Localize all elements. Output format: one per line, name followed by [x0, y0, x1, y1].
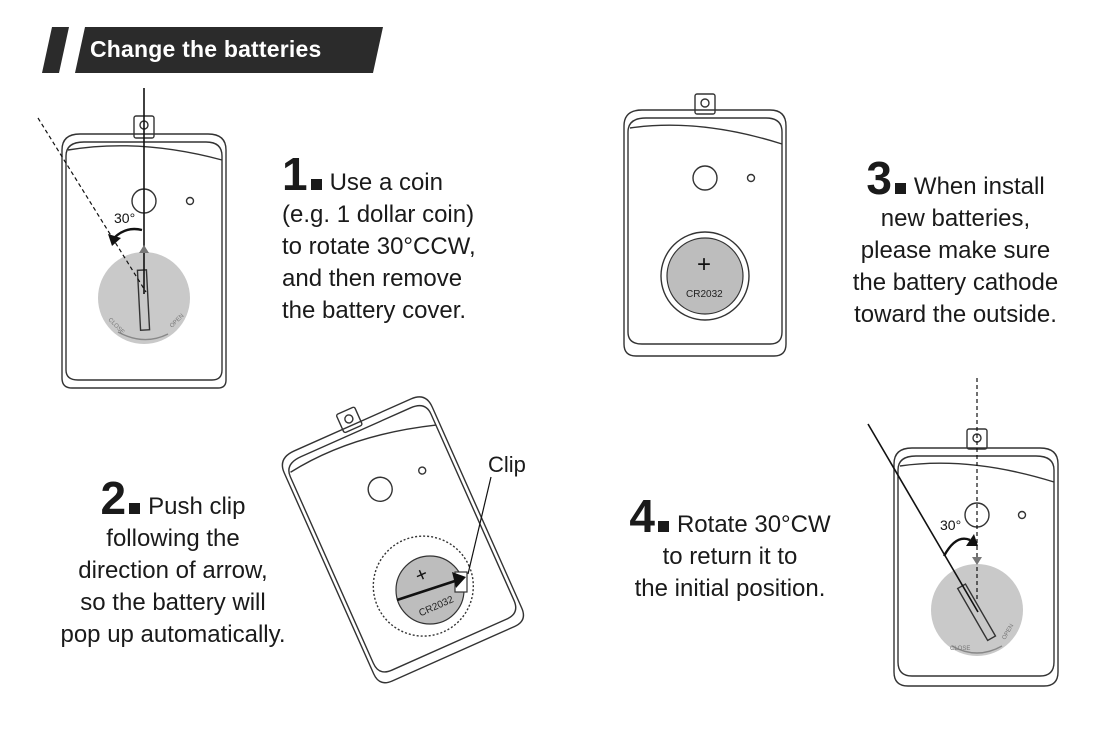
- clip-pointer-line: [467, 476, 492, 575]
- step-line: (e.g. 1 dollar coin): [282, 201, 475, 228]
- step-line: toward the outside.: [854, 301, 1057, 328]
- device-step-3: [623, 93, 787, 357]
- battery-plus-sign: +: [697, 251, 711, 278]
- ccw-arrow: [113, 227, 143, 239]
- battery-model-label: CR2032: [686, 289, 723, 300]
- battery-step-3: + CR2032: [660, 231, 750, 321]
- step-line: When install: [913, 173, 1045, 200]
- step-bullet: [657, 521, 669, 532]
- step-line: pop up automatically.: [60, 621, 286, 648]
- step-line: the battery cover.: [282, 297, 467, 324]
- cw-arrow: [942, 537, 971, 557]
- step-number: 1: [282, 148, 308, 200]
- clip-label: Clip: [488, 452, 526, 477]
- step-number: 2: [100, 472, 127, 524]
- step-line: direction of arrow,: [78, 557, 268, 584]
- push-arrow: [396, 578, 459, 602]
- step-bullet: [129, 503, 141, 514]
- section-header: Change the batteries: [38, 27, 383, 73]
- page-title: Change the batteries: [90, 36, 322, 62]
- step-bullet: [310, 179, 322, 190]
- step-line: to rotate 30°CCW,: [282, 233, 476, 260]
- step-3-text: 3 When install new batteries, please make…: [838, 155, 1073, 331]
- step-line: to return it to: [662, 543, 798, 570]
- device-step-2: [281, 396, 525, 684]
- rotation-guide-line: [867, 423, 979, 613]
- step-line: the initial position.: [634, 575, 826, 602]
- angle-label: 30°: [114, 210, 135, 226]
- close-label: CLOSE: [950, 646, 970, 652]
- step-bullet: [894, 183, 906, 194]
- step-line: Rotate 30°CW: [676, 511, 831, 538]
- step-line: Use a coin: [329, 169, 443, 196]
- step-line: and then remove: [282, 265, 463, 292]
- step-line: so the battery will: [80, 589, 266, 616]
- step-2-text: 2 Push clip following the direction of ar…: [38, 475, 308, 651]
- step-line: the battery cathode: [852, 269, 1059, 296]
- step-number: 4: [629, 490, 655, 542]
- battery-cover-step-1: CLOSE OPEN: [98, 252, 190, 344]
- step-number: 3: [866, 152, 892, 204]
- step-4-text: 4 Rotate 30°CW to return it to the initia…: [600, 493, 860, 605]
- angle-label: 30°: [940, 517, 961, 533]
- step-line: please make sure: [860, 237, 1051, 264]
- rotation-guide-line: [37, 117, 147, 293]
- step-line: Push clip: [148, 493, 246, 520]
- step-1-text: 1 Use a coin (e.g. 1 dollar coin) to rota…: [282, 151, 476, 327]
- header-banner: [42, 27, 383, 73]
- step-line: new batteries,: [880, 205, 1031, 232]
- step-line: following the: [106, 525, 240, 552]
